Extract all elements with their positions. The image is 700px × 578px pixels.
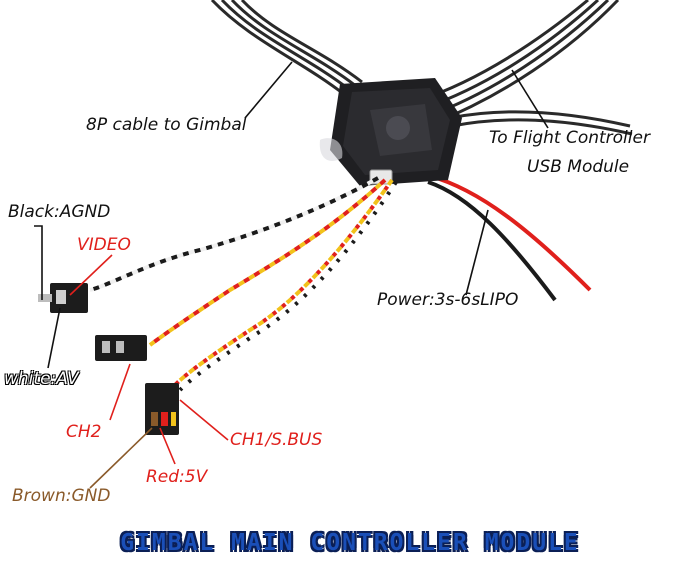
title-banner: GIMBAL MAIN CONTROLLER MODULE: [72, 528, 628, 558]
label-8p-cable: 8P cable to Gimbal: [86, 115, 247, 135]
label-video: VIDEO: [77, 235, 131, 255]
leader-lines: [34, 61, 549, 489]
page-title: GIMBAL MAIN CONTROLLER MODULE: [120, 530, 580, 556]
ch1-wire: [173, 178, 398, 392]
power-leads: [427, 174, 592, 302]
label-brown-gnd: Brown:GND: [12, 486, 111, 506]
label-red-5v: Red:5V: [146, 467, 208, 487]
label-ch2: CH2: [66, 422, 102, 442]
video-connector: [38, 283, 88, 313]
label-ch1-sbus: CH1/S.BUS: [230, 430, 323, 450]
label-power: Power:3s-6sLIPO: [377, 290, 519, 310]
ch1-connector: [145, 383, 179, 435]
label-white-av: white:AV: [4, 369, 79, 389]
video-wire: [89, 176, 379, 292]
ribbon-cable-gimbal: [210, 0, 363, 97]
ch2-wire: [148, 178, 387, 347]
label-usb-module: USB Module: [527, 157, 630, 177]
ribbon-cable-usb: [449, 110, 633, 136]
controller-box: [319, 78, 462, 186]
label-black-agnd: Black:AGND: [8, 202, 111, 222]
ch2-connector: [95, 335, 147, 361]
label-flight-controller: To Flight Controller: [489, 128, 650, 148]
